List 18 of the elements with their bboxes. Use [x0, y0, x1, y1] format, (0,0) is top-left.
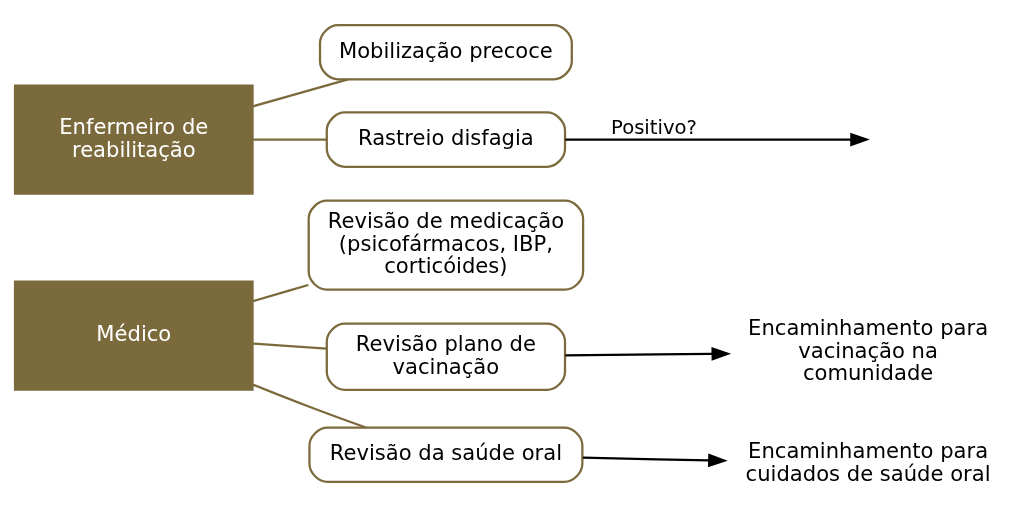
- edge-label: Positivo?: [611, 115, 697, 139]
- connector: [252, 383, 367, 429]
- connector: [253, 138, 327, 141]
- node-box: Revisão da saúde oral: [308, 426, 584, 483]
- node-box: Revisão plano de vacinação: [325, 321, 567, 391]
- arrow: [565, 132, 870, 146]
- connector: [252, 342, 327, 350]
- node-box: Médico: [13, 280, 254, 391]
- node-box: Revisão de medicação (psicofármacos, IBP, corticóides): [307, 199, 585, 291]
- node-box: Rastreio disfagia: [325, 110, 567, 168]
- node-text: Encaminhamento para vacinação na comunidade: [748, 314, 989, 385]
- arrow: [582, 453, 728, 467]
- node-text: Encaminhamento para cuidados de saúde oral: [745, 437, 991, 486]
- connector: [252, 77, 349, 107]
- node-box: Enfermeiro de reabilitação: [13, 84, 254, 195]
- arrow: [565, 346, 732, 361]
- node-box: Mobilização precoce: [318, 23, 573, 80]
- connector: [252, 283, 309, 302]
